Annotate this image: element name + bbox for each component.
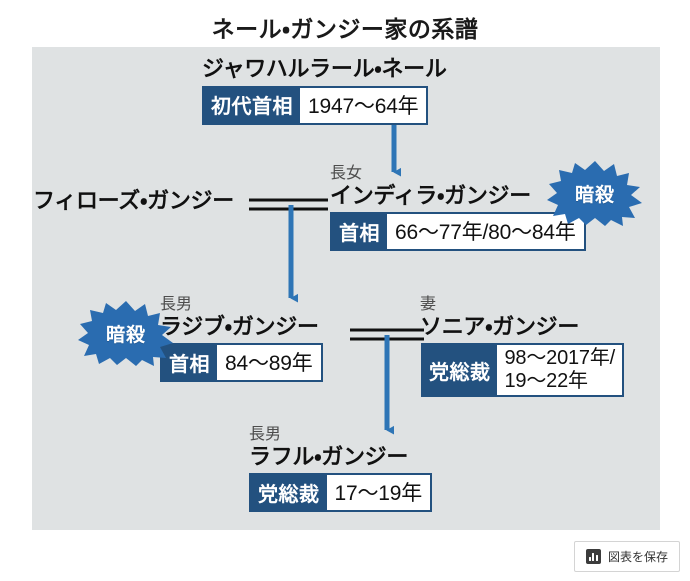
person-name-indira: インディラ・ガンジー	[330, 182, 531, 208]
relation-label-sonia: 妻	[420, 296, 437, 313]
save-chart-button[interactable]: 図表を保存	[573, 541, 680, 572]
role-label-rahul: 党総裁	[251, 475, 327, 511]
person-rahul: 長男 ラフル・ガンジー 党総裁 17〜19年	[249, 426, 433, 513]
diagram-panel	[32, 47, 660, 530]
assassination-badge-rajiv-label: 暗殺	[105, 324, 146, 346]
person-feroze: フィローズ・ガンジー	[33, 188, 234, 214]
title-chip-sonia: 党総裁 98〜2017年/ 19〜22年	[421, 343, 624, 398]
person-indira: 長女 インディラ・ガンジー 首相 66〜77年/80〜84年	[330, 165, 586, 252]
relation-label-rajiv: 長男	[160, 296, 193, 313]
person-name-feroze: フィローズ・ガンジー	[33, 188, 234, 213]
role-label-nehru: 初代首相	[204, 87, 300, 123]
term-value-sonia-line1: 98〜2017年/	[504, 347, 616, 370]
term-value-rahul: 17〜19年	[334, 482, 423, 506]
title-chip-rajiv: 首相 84〜89年	[160, 343, 323, 383]
relation-label-rahul: 長男	[249, 426, 282, 443]
assassination-badge-indira: 暗殺	[547, 160, 643, 226]
bar-chart-icon	[585, 549, 601, 564]
title-chip-indira: 首相 66〜77年/80〜84年	[330, 212, 586, 252]
person-name-nehru: ジャワハルラール・ネール	[202, 56, 447, 81]
person-sonia: 妻 ソニア・ガンジー 党総裁 98〜2017年/ 19〜22年	[420, 296, 624, 398]
person-name-rajiv: ラジブ・ガンジー	[160, 313, 319, 339]
save-chart-button-label: 図表を保存	[607, 550, 668, 564]
assassination-badge-indira-label: 暗殺	[574, 184, 615, 206]
role-label-sonia: 党総裁	[423, 345, 497, 396]
page-title: ネール・ガンジー家の系譜	[211, 16, 479, 42]
term-value-indira: 66〜77年/80〜84年	[395, 221, 576, 245]
term-value-nehru: 1947〜64年	[308, 94, 419, 118]
relation-label-indira: 長女	[330, 165, 363, 182]
term-value-sonia: 98〜2017年/ 19〜22年	[497, 345, 623, 395]
assassination-badge-rajiv: 暗殺	[78, 300, 174, 366]
role-label-rajiv: 首相	[162, 345, 217, 381]
person-rajiv: 長男 ラジブ・ガンジー 首相 84〜89年	[160, 296, 323, 383]
title-chip-rahul: 党総裁 17〜19年	[249, 473, 433, 513]
term-value-rajiv: 84〜89年	[225, 352, 313, 376]
person-name-rahul: ラフル・ガンジー	[249, 443, 409, 469]
title-chip-nehru: 初代首相 1947〜64年	[202, 85, 429, 125]
role-label-indira: 首相	[332, 214, 387, 250]
person-name-sonia: ソニア・ガンジー	[420, 313, 580, 339]
person-nehru: ジャワハルラール・ネール 初代首相 1947〜64年	[202, 56, 447, 125]
term-value-sonia-line2: 19〜22年	[504, 369, 588, 392]
